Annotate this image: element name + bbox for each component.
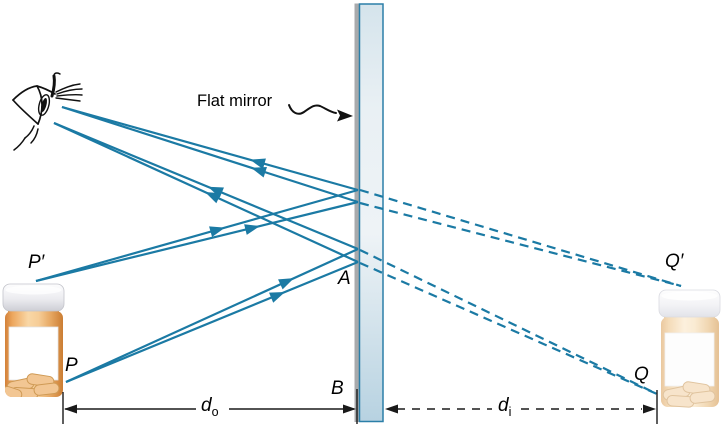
image-bottle-label bbox=[664, 332, 715, 387]
eye-lower-left-lid bbox=[12, 99, 39, 125]
eye-lash-hook bbox=[53, 72, 61, 77]
object-bottle-label bbox=[8, 326, 59, 381]
virtual-ray-extensions bbox=[359, 188, 682, 396]
di-arrow-right bbox=[643, 404, 656, 414]
label-object-distance: do bbox=[201, 395, 219, 419]
label-p: P bbox=[65, 355, 78, 376]
label-image-distance: di bbox=[498, 395, 512, 419]
object-bottle-pills bbox=[5, 373, 60, 397]
label-b: B bbox=[331, 378, 344, 399]
label-p-prime: P′ bbox=[28, 252, 45, 273]
ray-p-reflected-1 bbox=[53, 121, 359, 251]
ray-pprime-reflected-2 bbox=[61, 105, 359, 204]
eye-lash-stem bbox=[50, 74, 56, 98]
virtual-ray-to-q-2 bbox=[359, 261, 658, 396]
ray-pprime-reflected-1 bbox=[61, 105, 359, 192]
squiggle-arrow-icon bbox=[288, 104, 353, 122]
ray-pprime-incident-1 bbox=[35, 188, 359, 283]
virtual-ray-to-q-1 bbox=[359, 249, 658, 395]
eye-pupil bbox=[41, 98, 47, 112]
virtual-ray-to-q-prime-2 bbox=[359, 201, 682, 288]
image-bottle-pills bbox=[662, 381, 716, 408]
mirror bbox=[354, 3, 384, 423]
eye-icon bbox=[12, 72, 83, 151]
ray-arrowhead bbox=[251, 167, 267, 178]
image-bottle bbox=[658, 289, 721, 408]
light-rays bbox=[35, 105, 359, 384]
label-q: Q bbox=[634, 364, 649, 385]
label-a: A bbox=[338, 268, 351, 289]
ray-p-incident-1 bbox=[65, 247, 359, 384]
mirror-glass bbox=[358, 3, 384, 423]
di-arrow-left bbox=[385, 404, 398, 414]
do-arrow-left bbox=[64, 404, 77, 414]
squiggle-curve bbox=[288, 104, 337, 115]
eye-iris-outline bbox=[37, 94, 51, 116]
ray-arrowhead bbox=[244, 224, 260, 235]
ray-arrowhead bbox=[269, 292, 285, 303]
dimension-lines bbox=[62, 389, 658, 424]
ray-pprime-incident-2 bbox=[35, 200, 359, 283]
ray-p-incident-2 bbox=[65, 260, 359, 384]
ray-arrowheads bbox=[205, 158, 294, 303]
virtual-ray-to-q-prime-1 bbox=[359, 188, 682, 288]
flat-mirror-label: Flat mirror bbox=[197, 92, 273, 110]
ray-arrowhead bbox=[209, 226, 225, 237]
object-bottle bbox=[2, 283, 65, 397]
ray-arrowhead bbox=[205, 192, 221, 204]
ray-arrowhead bbox=[278, 278, 294, 290]
eye-lashes bbox=[55, 83, 83, 102]
do-arrow-right bbox=[343, 404, 356, 414]
squiggle-arrowhead bbox=[337, 109, 353, 122]
object-bottle-cap-top bbox=[5, 285, 62, 295]
label-q-prime: Q′ bbox=[665, 251, 684, 272]
eye-cheek-lines bbox=[13, 125, 39, 151]
mirror-back-edge bbox=[354, 3, 360, 422]
image-bottle-cap-top bbox=[661, 291, 718, 301]
ray-arrowhead bbox=[250, 158, 266, 170]
